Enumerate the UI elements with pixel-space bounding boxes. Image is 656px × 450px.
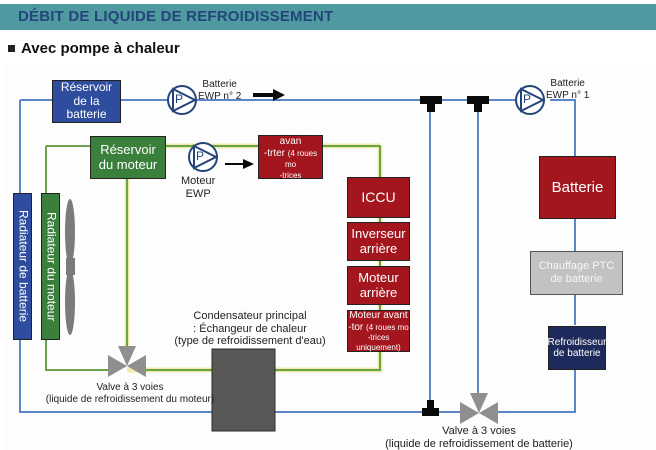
flow-arrow-icon — [225, 159, 254, 169]
motor-radiator: Radiateur du moteur — [41, 193, 60, 340]
battery-coolant-loop — [19, 99, 576, 413]
iccu: ICCU — [347, 177, 410, 218]
battery-reservoir: Réservoir de la batterie — [52, 80, 121, 123]
rear-inverter: Inverseur arrière — [347, 222, 410, 261]
battery: Batterie — [539, 156, 616, 219]
flow-arrow-icon — [253, 89, 285, 101]
pump-p-glyph: P — [175, 92, 184, 106]
section-header: DÉBIT DE LIQUIDE DE REFROIDISSEMENT — [0, 4, 656, 30]
section-title: DÉBIT DE LIQUIDE DE REFROIDISSEMENT — [18, 8, 334, 25]
pump-ewp1-label: Batterie EWP n° 1 — [546, 78, 590, 101]
front-inverter: Inverseur avan -trter (4 roues mo -trice… — [258, 125, 323, 189]
pump-p-glyph: P — [196, 149, 205, 163]
subtitle-text: Avec pompe à chaleur — [21, 40, 180, 57]
t-junction-icon — [467, 96, 489, 112]
battery-valve-label: Valve à 3 voies (liquide de refroidissem… — [385, 425, 573, 450]
subtitle: Avec pompe à chaleur — [8, 40, 180, 57]
pump-ewp2-label: Batterie EWP n° 2 — [198, 79, 242, 102]
bullet-square-icon — [8, 44, 15, 52]
t-junction-icon — [420, 96, 442, 112]
condenser-block — [211, 348, 276, 432]
pump-motor-ewp-icon — [188, 142, 219, 172]
pump-motor-ewp-label: Moteur EWP — [181, 175, 216, 200]
battery-radiator: Radiateur de batterie — [13, 193, 32, 340]
rear-motor: Moteur arrière — [347, 266, 410, 305]
t-junctions — [420, 96, 489, 416]
battery-three-way-valve-icon — [460, 393, 498, 424]
pump-ewp2-icon — [167, 85, 198, 115]
cooling-fan-icon — [65, 199, 75, 335]
condenser-label: Condensateur principal : Échangeur de ch… — [174, 310, 326, 348]
motor-three-way-valve-icon — [108, 346, 146, 377]
battery-chiller: Refroidisseur de batterie — [548, 326, 606, 370]
pump-ewp1-icon — [515, 85, 546, 115]
motor-valve-label: Valve à 3 voies (liquide de refroidissem… — [45, 382, 215, 405]
pump-p-glyph: P — [523, 92, 532, 106]
motor-reservoir: Réservoir du moteur — [90, 136, 166, 179]
t-junction-icon — [422, 400, 439, 416]
front-motor: Moteur avant -tor (4 roues mo -trices un… — [347, 310, 410, 352]
ptc-heater: Chauffage PTC de batterie — [530, 251, 623, 295]
